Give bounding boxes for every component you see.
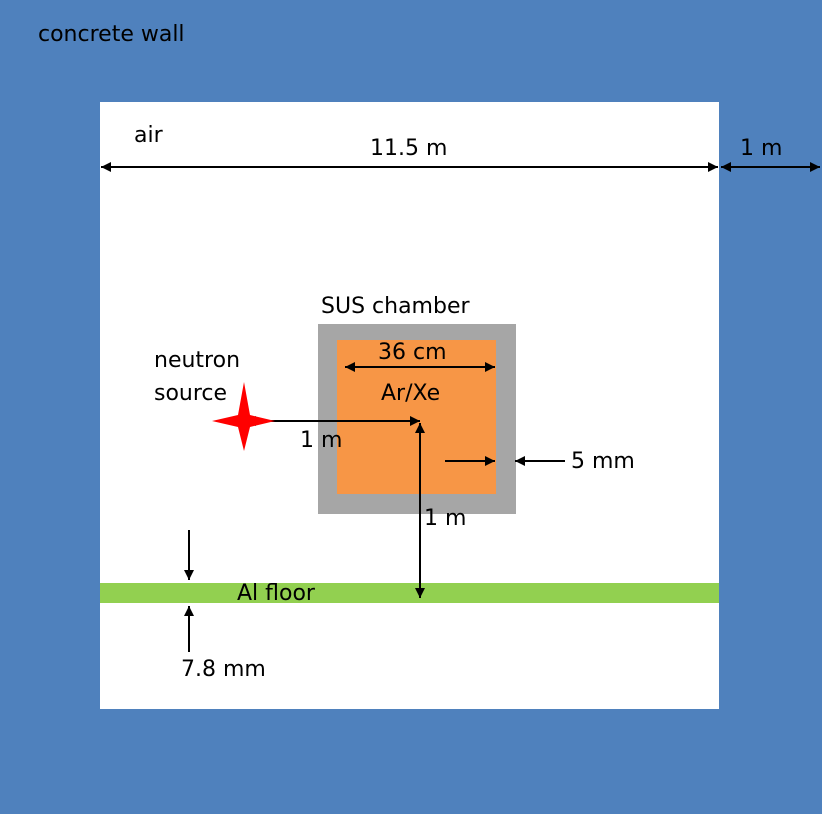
- chamber-width-label: 36 cm: [378, 340, 447, 365]
- floor-thickness-label: 7.8 mm: [181, 657, 266, 682]
- gas-label: Ar/Xe: [381, 381, 441, 406]
- al-floor: [100, 583, 719, 603]
- star-icon: [212, 382, 275, 451]
- floor-label: Al floor: [237, 581, 315, 606]
- neutron-source-label-line1: neutron: [154, 348, 241, 373]
- chamber-label: SUS chamber: [321, 294, 470, 319]
- room-width-label: 11.5 m: [370, 136, 448, 161]
- chamber-thickness-label: 5 mm: [571, 449, 635, 474]
- source-distance-label: 1 m: [300, 428, 343, 453]
- neutron-source-label-line2: source: [154, 381, 228, 406]
- air-label: air: [134, 123, 163, 148]
- floor-distance-label: 1 m: [424, 506, 467, 531]
- concrete-wall-label: concrete wall: [38, 22, 185, 47]
- wall-thickness-label: 1 m: [740, 136, 783, 161]
